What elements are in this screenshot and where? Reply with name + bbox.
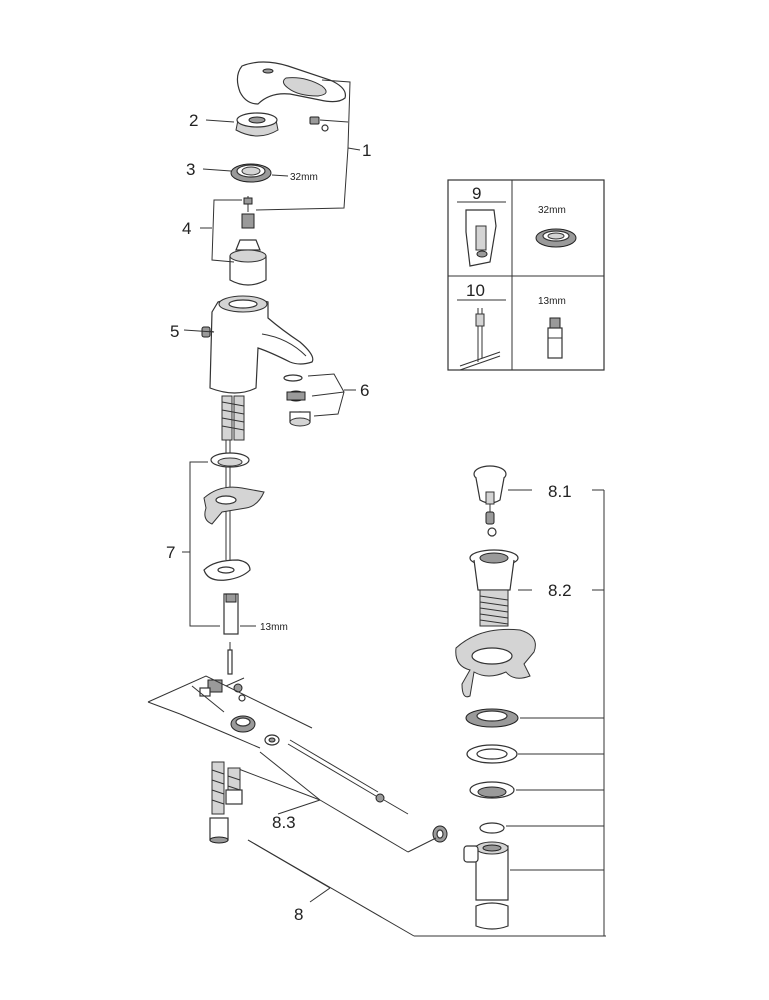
callout-8: 8 <box>294 905 303 924</box>
handle-set-screw <box>309 116 329 132</box>
tool10-nut <box>547 317 563 359</box>
tool9-wrench <box>465 209 497 267</box>
cover-cap <box>235 112 279 137</box>
callout-4: 4 <box>182 219 191 238</box>
flex-hoses <box>209 761 243 844</box>
tool9-number: 9 <box>472 184 481 203</box>
callout-6: 6 <box>360 381 369 400</box>
callout-2: 2 <box>189 111 198 130</box>
callout-8-2: 8.2 <box>548 581 572 600</box>
cartridge <box>229 196 267 286</box>
callout-8-3: 8.3 <box>272 813 296 832</box>
faucet-body <box>201 295 314 394</box>
tool10-number: 10 <box>466 281 485 300</box>
callout-5: 5 <box>170 322 179 341</box>
tool9-size: 32mm <box>538 205 566 216</box>
aerator-set <box>283 374 311 427</box>
dim-13mm: 13mm <box>260 622 288 633</box>
bracket-8 <box>506 490 605 936</box>
supply-hoses <box>221 395 245 560</box>
waste-washers <box>465 708 519 834</box>
threaded-ring <box>230 163 272 183</box>
tool10-key <box>459 308 501 371</box>
dim-32mm: 32mm <box>290 172 318 183</box>
tool10-size: 13mm <box>538 296 566 307</box>
waste-body <box>469 549 519 627</box>
callout-8-1: 8.1 <box>548 482 572 501</box>
waste-trap <box>463 841 509 930</box>
callout-3: 3 <box>186 160 195 179</box>
basin-section <box>455 628 536 698</box>
tool9-ring <box>535 228 577 248</box>
lever-handle <box>236 61 347 105</box>
mounting-set <box>203 452 265 660</box>
assembly-guide-lines <box>147 675 606 937</box>
lift-rod-linkage <box>199 649 448 843</box>
callout-7: 7 <box>166 543 175 562</box>
callout-1: 1 <box>362 141 371 160</box>
tools-box: 9 32mm 10 13mm <box>447 179 605 371</box>
waste-plug <box>473 465 507 537</box>
